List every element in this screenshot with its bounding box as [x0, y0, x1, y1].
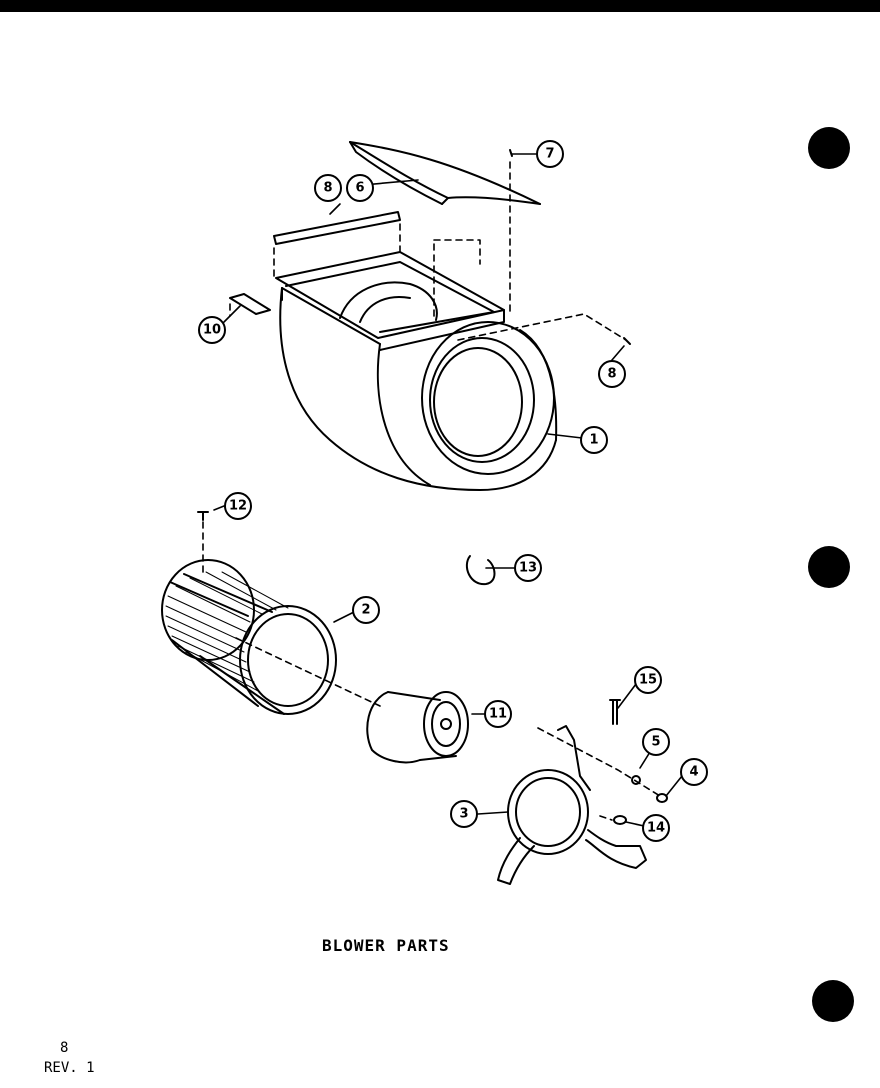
callout-label-1: 1	[589, 433, 598, 448]
mounting-bracket-small	[229, 293, 271, 315]
callout-label-5: 5	[651, 735, 660, 750]
callout-bubble-7	[536, 140, 564, 168]
callout-label-10: 10	[203, 323, 221, 338]
blower-motor	[366, 691, 469, 764]
callout-bubbles	[198, 140, 708, 842]
callout-bubble-6	[346, 174, 374, 202]
spring-clip	[465, 555, 496, 586]
callout-label-8-right: 8	[607, 367, 616, 382]
callout-bubble-8-right	[598, 360, 626, 388]
bolt-part-15	[609, 699, 621, 725]
binder-hole-middle	[808, 546, 850, 588]
blower-wheel	[161, 559, 337, 715]
mounting-strip-top	[273, 211, 401, 245]
callout-label-3: 3	[459, 807, 468, 822]
callout-label-11: 11	[489, 707, 507, 722]
screw-part-7	[509, 149, 513, 157]
callout-bubble-8-top	[314, 174, 342, 202]
scan-top-edge	[0, 0, 880, 12]
nut-part-14	[613, 815, 627, 825]
callout-label-13: 13	[519, 561, 537, 576]
assembly-guide-lines	[202, 161, 661, 821]
callout-bubble-10	[198, 316, 226, 344]
callout-bubble-15	[634, 666, 662, 694]
callout-bubble-3	[450, 800, 478, 828]
callout-label-7: 7	[545, 147, 554, 162]
callout-label-12: 12	[229, 499, 247, 514]
callout-bubble-13	[514, 554, 542, 582]
binder-hole-top	[808, 127, 850, 169]
callout-bubble-1	[580, 426, 608, 454]
callout-labels: 1 2 3 4 5 6 7 8 8 10 11 12 13 14 15	[203, 147, 699, 836]
callout-label-4: 4	[689, 765, 698, 780]
callout-label-8-top: 8	[323, 181, 332, 196]
callout-bubble-4	[680, 758, 708, 786]
motor-mount-band	[497, 725, 647, 885]
revision-label: REV. 1	[44, 1060, 95, 1076]
binder-hole-bottom	[812, 980, 854, 1022]
callout-label-14: 14	[647, 821, 665, 836]
wheel-blades	[165, 571, 289, 693]
callout-bubble-2	[352, 596, 380, 624]
callout-bubble-11	[484, 700, 512, 728]
callout-label-2: 2	[361, 603, 370, 618]
nut-part-5	[631, 775, 641, 785]
callout-label-15: 15	[639, 673, 657, 688]
callout-leaders	[213, 153, 683, 827]
callout-bubble-12	[224, 492, 252, 520]
page-number: 8	[60, 1040, 69, 1056]
washer-part-4	[656, 793, 668, 803]
screw-part-12	[197, 511, 209, 521]
top-cover-plate	[349, 141, 541, 205]
blower-housing	[275, 251, 558, 491]
callout-bubble-5	[642, 728, 670, 756]
diagram-title: BLOWER PARTS	[322, 936, 450, 955]
callout-label-6: 6	[355, 181, 364, 196]
callout-bubble-14	[642, 814, 670, 842]
